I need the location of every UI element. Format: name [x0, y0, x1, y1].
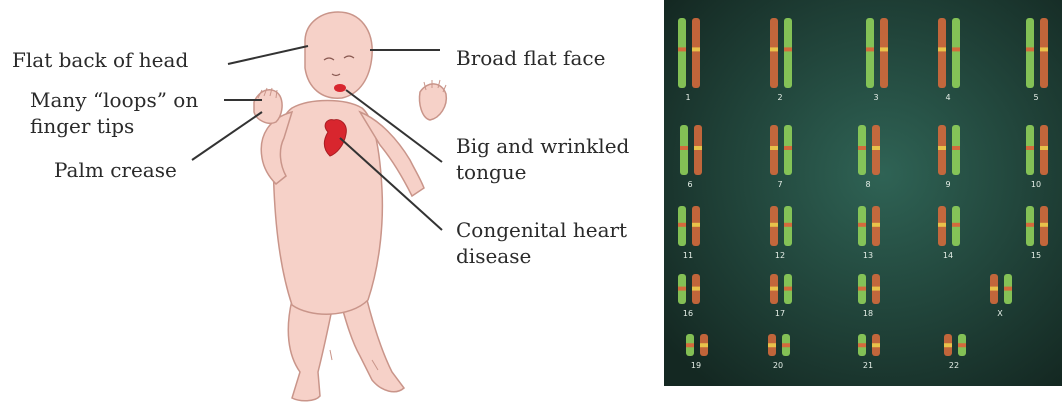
chromosome-number-label: 14 — [943, 251, 953, 260]
chromosome-band — [858, 146, 866, 150]
chromosome-band — [938, 223, 946, 227]
chromosome-band — [938, 146, 946, 150]
chromosome-number-label: 20 — [773, 361, 783, 370]
chromosome-number-label: 3 — [873, 93, 878, 102]
chromosome-2-1 — [770, 18, 778, 88]
chromosome-band — [770, 146, 778, 150]
chromosome-band — [784, 287, 792, 291]
chromosome-number-label: 12 — [775, 251, 785, 260]
chromosome-number-label: 8 — [865, 180, 870, 189]
chromosome-4-1 — [938, 18, 946, 88]
chromosome-number-label: 2 — [777, 93, 782, 102]
chromosome-band — [858, 287, 866, 291]
chromosome-band — [944, 343, 952, 347]
chromosome-band — [692, 287, 700, 291]
chromosome-band — [1026, 223, 1034, 227]
chromosome-number-label: 5 — [1033, 93, 1038, 102]
chromosome-band — [872, 146, 880, 150]
chromosome-5-2 — [1040, 18, 1048, 88]
chromosome-4-2 — [952, 18, 960, 88]
chromosome-number-label: 4 — [945, 93, 950, 102]
chromosome-band — [768, 343, 776, 347]
chromosome-number-label: 17 — [775, 309, 785, 318]
chromosome-3-1 — [866, 18, 874, 88]
chromosome-band — [784, 223, 792, 227]
chromosome-band — [952, 223, 960, 227]
chromosome-band — [686, 343, 694, 347]
chromosome-band — [858, 343, 866, 347]
chromosome-band — [1004, 287, 1012, 291]
chromosome-number-label: 9 — [945, 180, 950, 189]
chromosome-band — [692, 47, 700, 51]
chromosome-band — [866, 47, 874, 51]
chromosome-band — [678, 47, 686, 51]
chromosome-band — [692, 223, 700, 227]
chromosome-number-label: 21 — [863, 361, 873, 370]
chromosome-band — [952, 146, 960, 150]
chromosome-band — [678, 223, 686, 227]
chromosome-band — [784, 146, 792, 150]
chromosome-number-label: 16 — [683, 309, 693, 318]
chromosome-band — [858, 223, 866, 227]
chromosome-band — [770, 223, 778, 227]
chromosome-band — [1040, 223, 1048, 227]
chromosome-band — [700, 343, 708, 347]
chromosome-band — [1026, 47, 1034, 51]
chromosome-band — [938, 47, 946, 51]
chromosome-band — [952, 47, 960, 51]
chromosome-band — [872, 223, 880, 227]
chromosome-band — [990, 287, 998, 291]
chromosome-band — [782, 343, 790, 347]
karyotype-background — [664, 0, 1062, 386]
chromosome-2-2 — [784, 18, 792, 88]
chromosome-band — [694, 146, 702, 150]
chromosome-number-label: 1 — [685, 93, 690, 102]
chromosome-band — [872, 287, 880, 291]
chromosome-number-label: 22 — [949, 361, 959, 370]
chromosome-band — [1026, 146, 1034, 150]
chromosome-band — [958, 343, 966, 347]
chromosome-band — [880, 47, 888, 51]
chromosome-5-1 — [1026, 18, 1034, 88]
chromosome-number-label: 19 — [691, 361, 701, 370]
chromosome-number-label: 18 — [863, 309, 873, 318]
chromosome-band — [680, 146, 688, 150]
chromosome-number-label: 6 — [687, 180, 692, 189]
chromosome-1-2 — [692, 18, 700, 88]
chromosome-number-label: 13 — [863, 251, 873, 260]
chromosome-band — [678, 287, 686, 291]
chromosome-number-label: 7 — [777, 180, 782, 189]
chromosome-band — [770, 47, 778, 51]
chromosome-number-label: 11 — [683, 251, 693, 260]
chromosome-1-1 — [678, 18, 686, 88]
chromosome-number-label: X — [997, 309, 1003, 318]
chromosome-band — [770, 287, 778, 291]
chromosome-band — [1040, 47, 1048, 51]
chromosome-band — [1040, 146, 1048, 150]
chromosome-number-label: 15 — [1031, 251, 1041, 260]
chromosome-band — [784, 47, 792, 51]
chromosome-number-label: 10 — [1031, 180, 1041, 189]
chromosome-3-2 — [880, 18, 888, 88]
chromosome-band — [872, 343, 880, 347]
